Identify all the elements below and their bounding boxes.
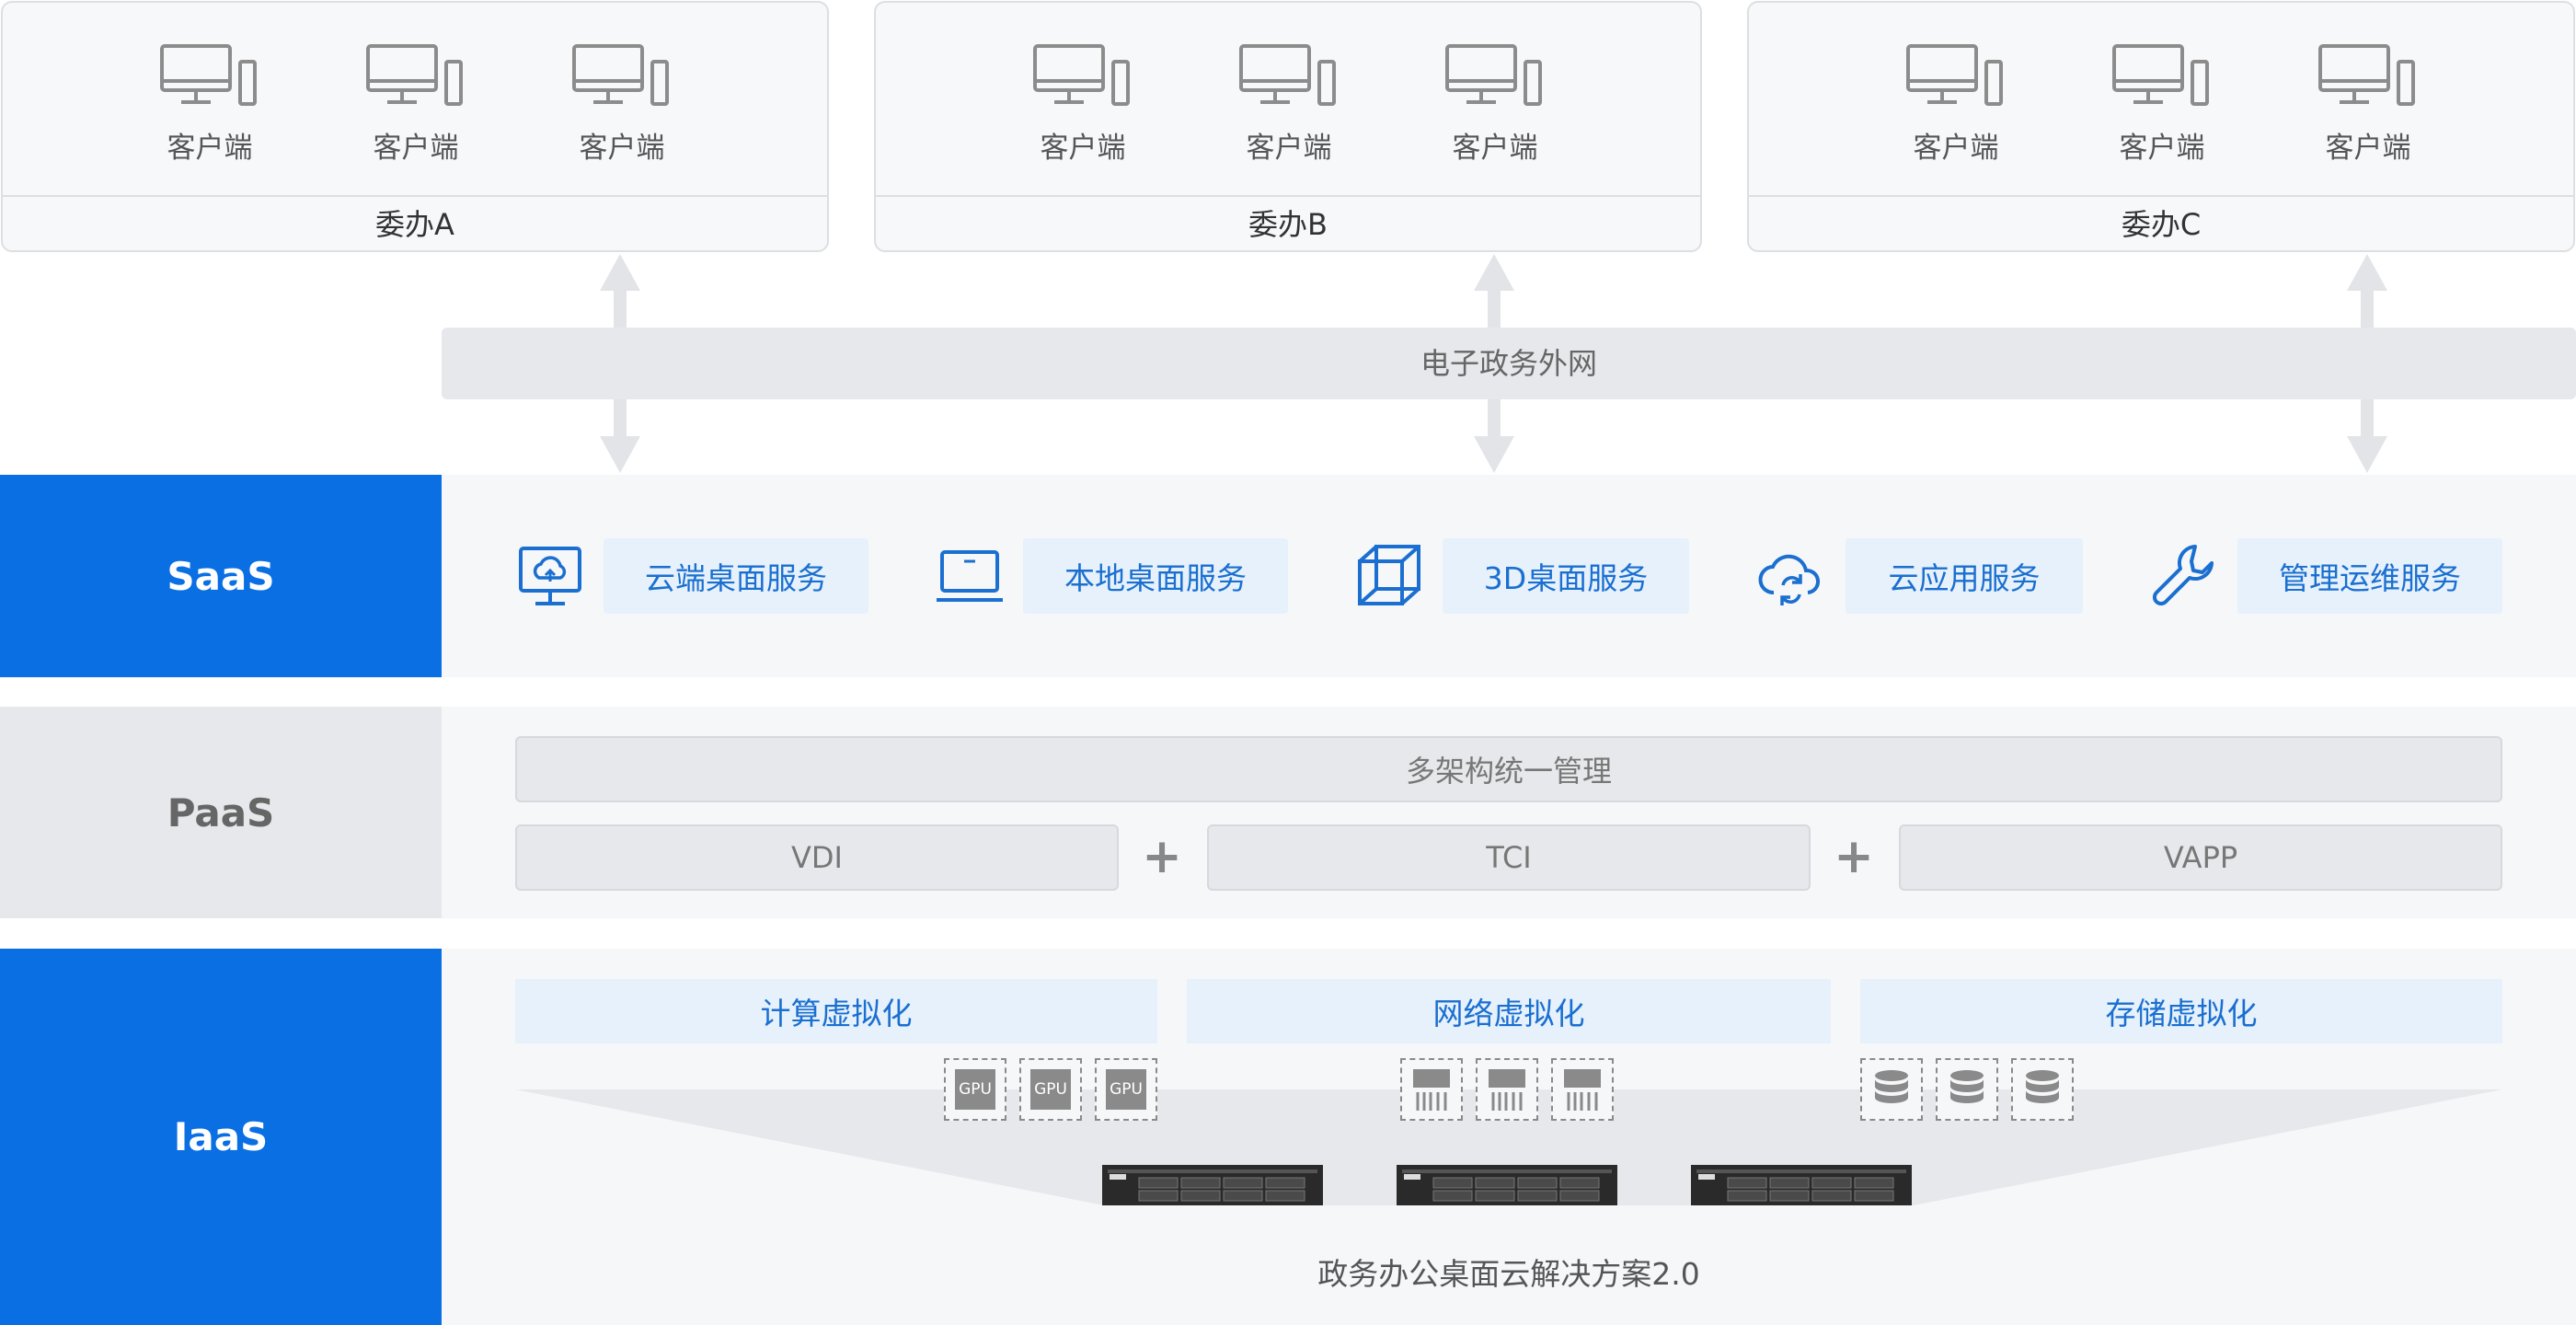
laptop-icon: [937, 550, 1003, 602]
server-icon: [1691, 1165, 1912, 1205]
office-name: 委办A: [375, 207, 454, 242]
network-bar: 电子政务外网: [442, 328, 2576, 399]
client-label: 客户端: [1913, 132, 1999, 165]
compute-virtualization-chip: 计算虚拟化: [515, 979, 1157, 1043]
database-icon: [1875, 1070, 1908, 1103]
service-chip-local-desktop[interactable]: 本地桌面服务: [1023, 538, 1288, 614]
network-virtualization-chip: 网络虚拟化: [1187, 979, 1831, 1043]
cloud-sync-icon: [1758, 554, 1820, 605]
client-label: 客户端: [579, 132, 665, 165]
desktop-client-icon: [1906, 44, 2003, 106]
monitor-cloud-icon: [519, 547, 581, 605]
client-item: 客户端: [1431, 43, 1559, 172]
client-item: 客户端: [351, 43, 480, 172]
database-icon: [2026, 1070, 2059, 1103]
service-chip-cloud-app[interactable]: 云应用服务: [1846, 538, 2083, 614]
desktop-client-icon: [2318, 44, 2415, 106]
nic-box: [1476, 1058, 1538, 1121]
client-label: 客户端: [167, 132, 253, 165]
nic-box: [1551, 1058, 1614, 1121]
server-icon: [1397, 1165, 1617, 1205]
office-box-c: 客户端 客户端 客户端 委办C: [1747, 1, 2575, 252]
gpu-chip-icon: GPU: [1030, 1069, 1071, 1110]
plus-icon: +: [1834, 829, 1874, 884]
service-chip-cloud-desktop[interactable]: 云端桌面服务: [604, 538, 868, 614]
unified-management-box: 多架构统一管理: [515, 736, 2502, 802]
desktop-client-icon: [1239, 44, 1336, 106]
client-item: 客户端: [558, 43, 686, 172]
saas-label: SaaS: [0, 475, 442, 677]
desktop-client-icon: [2112, 44, 2209, 106]
client-item: 客户端: [2098, 43, 2226, 172]
network-card-icon: [1413, 1069, 1450, 1111]
desktop-client-icon: [572, 44, 669, 106]
client-item: 客户端: [1892, 43, 2020, 172]
client-label: 客户端: [373, 132, 459, 165]
tci-box: TCI: [1207, 824, 1811, 891]
server-icon: [1102, 1165, 1323, 1205]
solution-title: 政务办公桌面云解决方案2.0: [1317, 1256, 1700, 1292]
office-name: 委办B: [1248, 207, 1328, 242]
paas-label: PaaS: [0, 707, 442, 918]
wrench-icon: [2152, 545, 2214, 606]
desktop-client-icon: [1033, 44, 1130, 106]
client-label: 客户端: [2325, 132, 2411, 165]
gpu-box: GPU: [1019, 1058, 1082, 1121]
client-label: 客户端: [1246, 132, 1332, 165]
office-box-a: 客户端 客户端 客户端 委办A: [1, 1, 829, 252]
storage-box: [2011, 1058, 2074, 1121]
gpu-chip-icon: GPU: [1106, 1069, 1146, 1110]
plus-icon: +: [1142, 829, 1182, 884]
office-divider: [1749, 195, 2573, 197]
service-chip-ops[interactable]: 管理运维服务: [2237, 538, 2502, 614]
desktop-client-icon: [1445, 44, 1542, 106]
desktop-client-icon: [160, 44, 257, 106]
cube-icon: [1358, 545, 1420, 605]
resource-funnel: [515, 1089, 2502, 1205]
client-label: 客户端: [1452, 132, 1538, 165]
nic-box: [1400, 1058, 1463, 1121]
office-box-b: 客户端 客户端 客户端 委办B: [874, 1, 1702, 252]
storage-box: [1936, 1058, 1998, 1121]
database-icon: [1950, 1070, 1984, 1103]
client-label: 客户端: [1040, 132, 1126, 165]
client-item: 客户端: [145, 43, 274, 172]
storage-box: [1860, 1058, 1923, 1121]
gpu-chip-icon: GPU: [955, 1069, 995, 1110]
client-item: 客户端: [1018, 43, 1147, 172]
gpu-box: GPU: [1095, 1058, 1157, 1121]
network-card-icon: [1564, 1069, 1601, 1111]
iaas-label: IaaS: [0, 949, 442, 1325]
office-name: 委办C: [2121, 207, 2202, 242]
vdi-box: VDI: [515, 824, 1119, 891]
client-item: 客户端: [2304, 43, 2432, 172]
client-item: 客户端: [1225, 43, 1353, 172]
service-chip-3d-desktop[interactable]: 3D桌面服务: [1443, 538, 1689, 614]
office-divider: [3, 195, 827, 197]
vapp-box: VAPP: [1899, 824, 2502, 891]
client-label: 客户端: [2119, 132, 2205, 165]
storage-virtualization-chip: 存储虚拟化: [1860, 979, 2502, 1043]
network-card-icon: [1489, 1069, 1525, 1111]
office-divider: [876, 195, 1700, 197]
desktop-client-icon: [366, 44, 463, 106]
gpu-box: GPU: [944, 1058, 1006, 1121]
